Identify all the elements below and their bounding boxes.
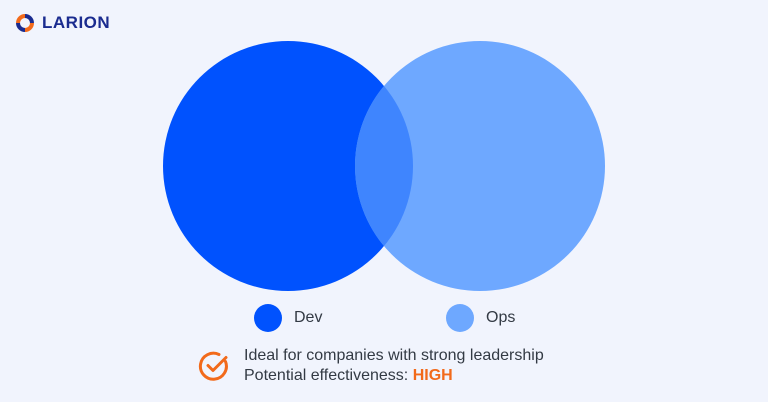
legend-label-ops: Ops: [486, 309, 516, 326]
legend-item-dev: Dev: [254, 304, 322, 332]
check-circle-icon: [198, 351, 228, 381]
legend-dot-ops: [446, 304, 474, 332]
larion-logo-icon: [16, 14, 34, 32]
brand-name: LARION: [42, 13, 111, 32]
note-line-1: Ideal for companies with strong leadersh…: [244, 347, 544, 364]
venn-circle-ops: [355, 41, 605, 291]
legend-label-dev: Dev: [294, 309, 323, 326]
note-line-2: Potential effectiveness: HIGH: [244, 366, 544, 386]
effectiveness-note: Ideal for companies with strong leadersh…: [198, 346, 544, 386]
venn-diagram: [163, 41, 605, 291]
legend-item-ops: Ops: [446, 304, 515, 332]
venn-circle-dev: [163, 41, 413, 291]
effectiveness-value: HIGH: [412, 367, 453, 384]
effectiveness-label: Potential effectiveness:: [244, 367, 409, 384]
legend-dot-dev: [254, 304, 282, 332]
brand-logo: LARION: [14, 12, 110, 34]
